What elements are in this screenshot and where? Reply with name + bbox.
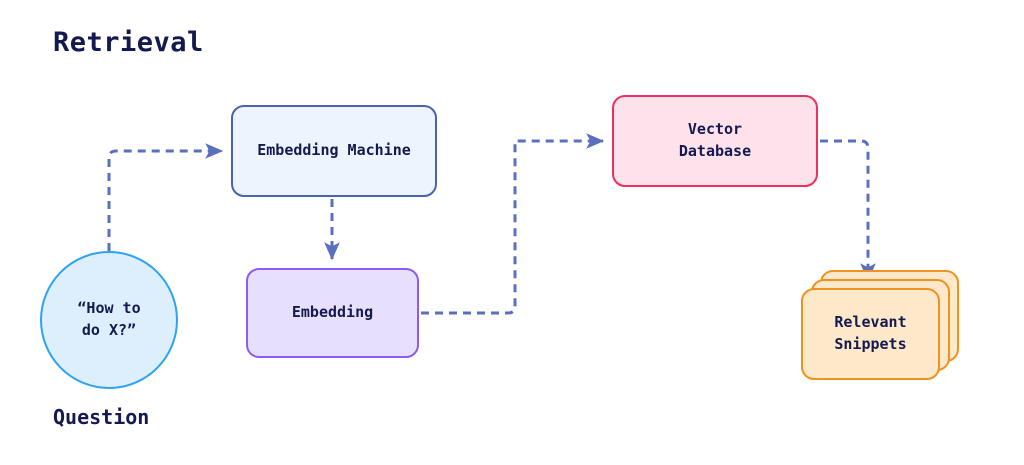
node-question-label: “How to do X?”	[77, 299, 141, 339]
node-embedding-label: Embedding	[291, 303, 374, 322]
node-relevant-snippets-label: Relevant Snippets	[834, 313, 907, 353]
node-vector-database[interactable]: Vector Database	[612, 95, 818, 187]
edge-embedding-to-vector-database	[421, 133, 605, 315]
page-title: Retrieval	[53, 27, 204, 58]
node-embedding-machine-label: Embedding Machine	[257, 141, 411, 160]
node-embedding-machine[interactable]: Embedding Machine	[231, 105, 437, 197]
relevant-snippets-card-front[interactable]: Relevant Snippets	[801, 288, 940, 380]
node-question-caption: Question	[53, 405, 150, 429]
edge-question-to-embedding-machine	[107, 143, 224, 251]
node-vector-database-label: Vector Database	[678, 120, 752, 160]
node-relevant-snippets[interactable]: Relevant Snippets	[801, 270, 959, 382]
edge-vector-database-to-relevant-snippets	[820, 139, 876, 282]
node-embedding[interactable]: Embedding	[246, 268, 419, 358]
node-question[interactable]: “How to do X?”	[40, 251, 178, 389]
